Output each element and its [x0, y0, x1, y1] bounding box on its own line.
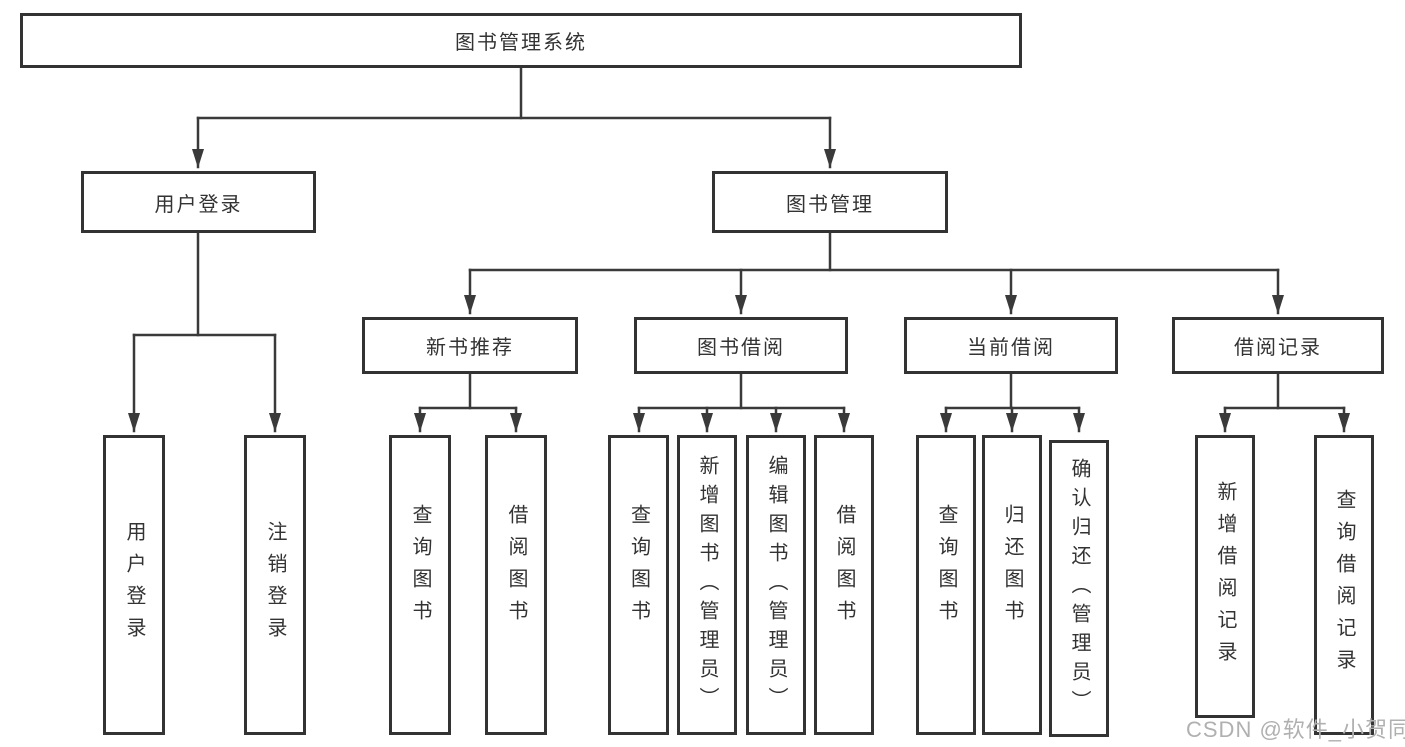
node-borrow-records-label: 借阅记录	[1234, 337, 1322, 359]
leaf-add-book-admin-label: 新增图书（管理员）	[696, 454, 718, 716]
leaf-user-login: 用户登录	[103, 435, 165, 735]
leaf-query-books-recommend: 查询图书	[389, 435, 451, 735]
leaf-return-book-label: 归还图书	[1001, 504, 1023, 632]
node-book-borrow-label: 图书借阅	[697, 337, 785, 359]
leaf-add-borrow-record: 新增借阅记录	[1195, 435, 1255, 718]
node-new-book-recommend: 新书推荐	[362, 317, 578, 374]
node-user-login-label: 用户登录	[154, 193, 243, 216]
leaf-query-books-current: 查询图书	[916, 435, 976, 735]
leaf-query-books-borrow-label: 查询图书	[627, 504, 650, 632]
node-library-system: 图书管理系统	[20, 13, 1022, 68]
leaf-borrow-books-recommend: 借阅图书	[485, 435, 547, 735]
node-current-borrow-label: 当前借阅	[967, 337, 1055, 359]
leaf-edit-book-admin-label: 编辑图书（管理员）	[765, 454, 787, 716]
node-book-borrow: 图书借阅	[634, 317, 848, 374]
node-new-book-recommend-label: 新书推荐	[426, 337, 514, 359]
leaf-borrow-books-recommend-label: 借阅图书	[505, 504, 527, 632]
node-current-borrow: 当前借阅	[904, 317, 1118, 374]
leaf-user-login-label: 用户登录	[123, 521, 145, 649]
leaf-query-borrow-record: 查询借阅记录	[1314, 435, 1374, 735]
leaf-query-books-current-label: 查询图书	[935, 504, 957, 632]
connector-current-borrow-branch	[940, 371, 1085, 433]
node-book-management: 图书管理	[712, 171, 948, 233]
leaf-borrow-books: 借阅图书	[814, 435, 874, 735]
leaf-logout-label: 注销登录	[264, 521, 286, 649]
node-library-system-label: 图书管理系统	[455, 32, 587, 54]
connector-user-login-branch	[128, 231, 281, 433]
leaf-add-borrow-record-label: 新增借阅记录	[1214, 480, 1236, 673]
connector-book-borrow-branch	[633, 371, 850, 433]
leaf-query-books-recommend-label: 查询图书	[409, 504, 431, 632]
leaf-return-book: 归还图书	[982, 435, 1042, 735]
connector-root-to-level2	[192, 66, 836, 169]
node-user-login: 用户登录	[81, 171, 316, 233]
connector-borrow-record-branch	[1219, 371, 1350, 433]
leaf-confirm-return-admin-label: 确认归还（管理员）	[1068, 458, 1090, 719]
leaf-borrow-books-label: 借阅图书	[833, 504, 855, 632]
leaf-add-book-admin: 新增图书（管理员）	[677, 435, 737, 735]
leaf-query-books-borrow: 查询图书	[608, 435, 669, 735]
leaf-logout: 注销登录	[244, 435, 306, 735]
csdn-watermark: CSDN @软件_小贺同学	[1186, 717, 1405, 742]
leaf-query-borrow-record-label: 查询借阅记录	[1333, 489, 1355, 681]
leaf-confirm-return-admin: 确认归还（管理员）	[1049, 440, 1109, 737]
node-book-management-label: 图书管理	[786, 193, 874, 216]
leaf-edit-book-admin: 编辑图书（管理员）	[746, 435, 806, 735]
connector-new-book-branch	[414, 371, 522, 433]
connector-book-mgmt-branch	[464, 231, 1284, 315]
node-borrow-records: 借阅记录	[1172, 317, 1384, 374]
